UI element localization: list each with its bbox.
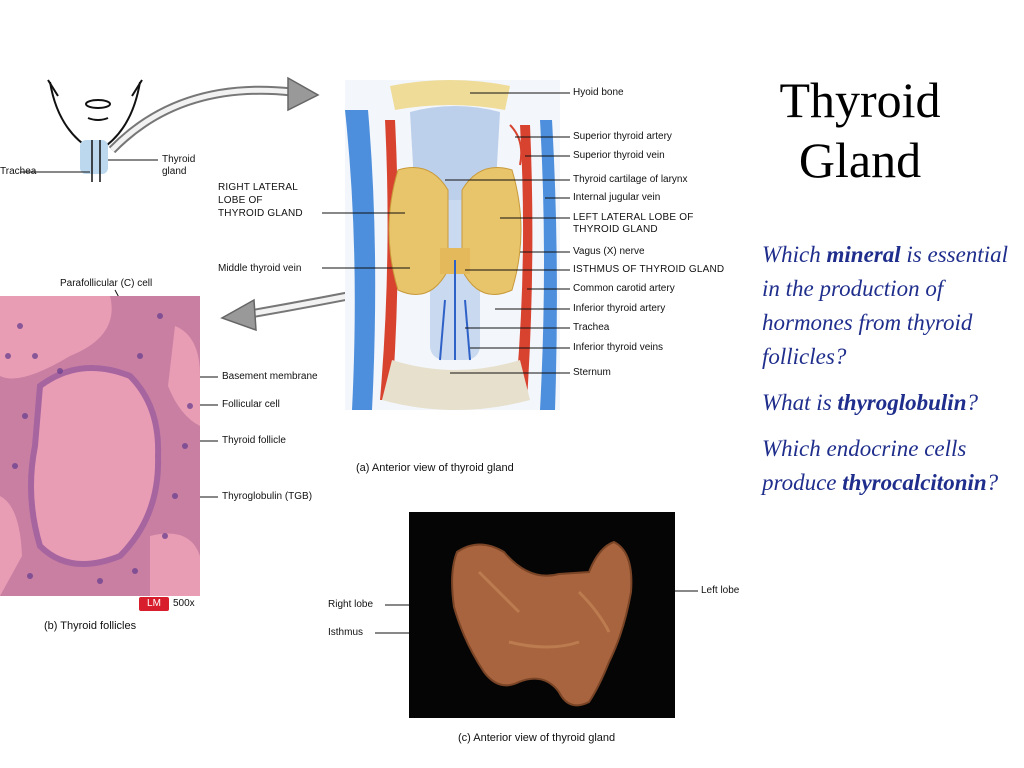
anatomy-figure [15,76,698,634]
neck-mouth [85,99,111,109]
label-photo-isthmus: Isthmus [328,627,364,638]
title-line-1: Thyroid [779,72,941,128]
question-1-text: Which [762,242,827,267]
question-2-text-end: ? [966,390,979,415]
carotid-left [515,125,533,400]
label-right-lobe-1: RIGHT LATERAL [218,182,299,193]
label-vagus: Vagus (X) nerve [573,246,645,257]
label-internal-jugular: Internal jugular vein [573,192,661,203]
lm-badge: LM [139,597,169,611]
right-lobe [388,167,449,295]
micro-follicle-left [0,496,22,596]
label-right-lobe-2: LOBE OF [218,195,263,206]
label-thyroid-cartilage: Thyroid cartilage of larynx [573,174,688,185]
label-right-lobe-3: THYROID GLAND [218,208,303,219]
label-inferior-thyroid-artery: Inferior thyroid artery [573,303,666,314]
label-photo-left-lobe: Left lobe [701,585,740,596]
micro-follicle-right [168,326,200,426]
jugular-vein-left [540,120,557,410]
illustration-leaders [322,92,570,374]
caption-photo: (c) Anterior view of thyroid gland [458,732,616,744]
label-superior-thyroid-artery: Superior thyroid artery [573,131,672,142]
question-2-bold: thyroglobulin [837,390,967,415]
slide-title: Thyroid Gland [730,70,990,190]
question-3: Which endocrine cells produce thyrocalci… [762,432,1020,500]
question-3-text-end: ? [986,470,999,495]
inferior-thyroid-veins [439,260,471,361]
neck-chin [87,117,109,121]
micro-follicle-bottom [150,533,200,596]
neck-ear-left [47,79,59,97]
label-hyoid-bone: Hyoid bone [573,87,624,98]
label-thyroglobulin: Thyroglobulin (TGB) [222,491,313,502]
neck-thyroid-highlight [80,140,108,174]
caption-anterior-view: (a) Anterior view of thyroid gland [356,462,514,474]
label-parafollicular: Parafollicular (C) cell [60,278,153,289]
label-thyroid-follicle: Thyroid follicle [222,435,286,446]
thyroid-illustration [345,80,560,410]
label-trachea-sketch: Trachea [0,166,37,177]
label-trachea-illustration: Trachea [573,322,610,333]
question-list: Which mineral is essential in the produc… [762,238,1020,512]
magnification: 500x [173,598,195,609]
gland-photo [409,512,675,718]
question-2-text: What is [762,390,838,415]
hyoid-bone [390,80,510,110]
title-line-2: Gland [798,132,922,188]
label-left-lobe-2: THYROID GLAND [573,224,658,235]
label-follicular-cell: Follicular cell [222,399,280,410]
label-common-carotid: Common carotid artery [573,283,675,294]
question-3-bold: thyrocalcitonin [842,470,987,495]
jugular-vein-right [345,110,376,410]
label-thyroid-sketch-2: gland [162,166,187,177]
question-3-text: Which endocrine cells produce [762,436,967,495]
photo-gland-texture [477,570,611,649]
question-1: Which mineral is essential in the produc… [762,238,1020,374]
follicle-micrograph [0,296,200,596]
gland-photo-image [409,512,675,718]
micro-follicle-main [28,365,162,567]
neck-ear-right [131,79,143,97]
neck-trachea [91,140,101,182]
photo-gland [451,540,633,707]
arrow-to-illustration-core [110,87,293,152]
label-inferior-thyroid-veins: Inferior thyroid veins [573,342,664,353]
label-middle-vein: Middle thyroid vein [218,263,302,274]
superior-thyroid-artery [509,124,523,166]
caption-follicles: (b) Thyroid follicles [44,620,137,632]
micro-follicle-top [0,296,112,379]
label-left-lobe-1: LEFT LATERAL LOBE OF [573,212,694,223]
question-1-bold: mineral [826,242,901,267]
label-isthmus: ISTHMUS OF THYROID GLAND [573,264,725,275]
left-lobe [461,167,522,295]
question-1-text-end: is essential in the production of hormon… [762,242,1008,369]
label-superior-thyroid-vein: Superior thyroid vein [573,150,665,161]
question-2: What is thyroglobulin? [762,386,1020,420]
arrow-to-micrograph-head [220,298,257,332]
micro-nuclei [5,313,193,584]
label-thyroid-sketch-1: Thyroid [162,154,196,165]
label-basement-membrane: Basement membrane [222,371,318,382]
micrograph-image [0,296,200,596]
label-photo-right-lobe: Right lobe [328,599,374,610]
arrow-to-illustration-head [287,76,320,112]
label-sternum: Sternum [573,367,611,378]
